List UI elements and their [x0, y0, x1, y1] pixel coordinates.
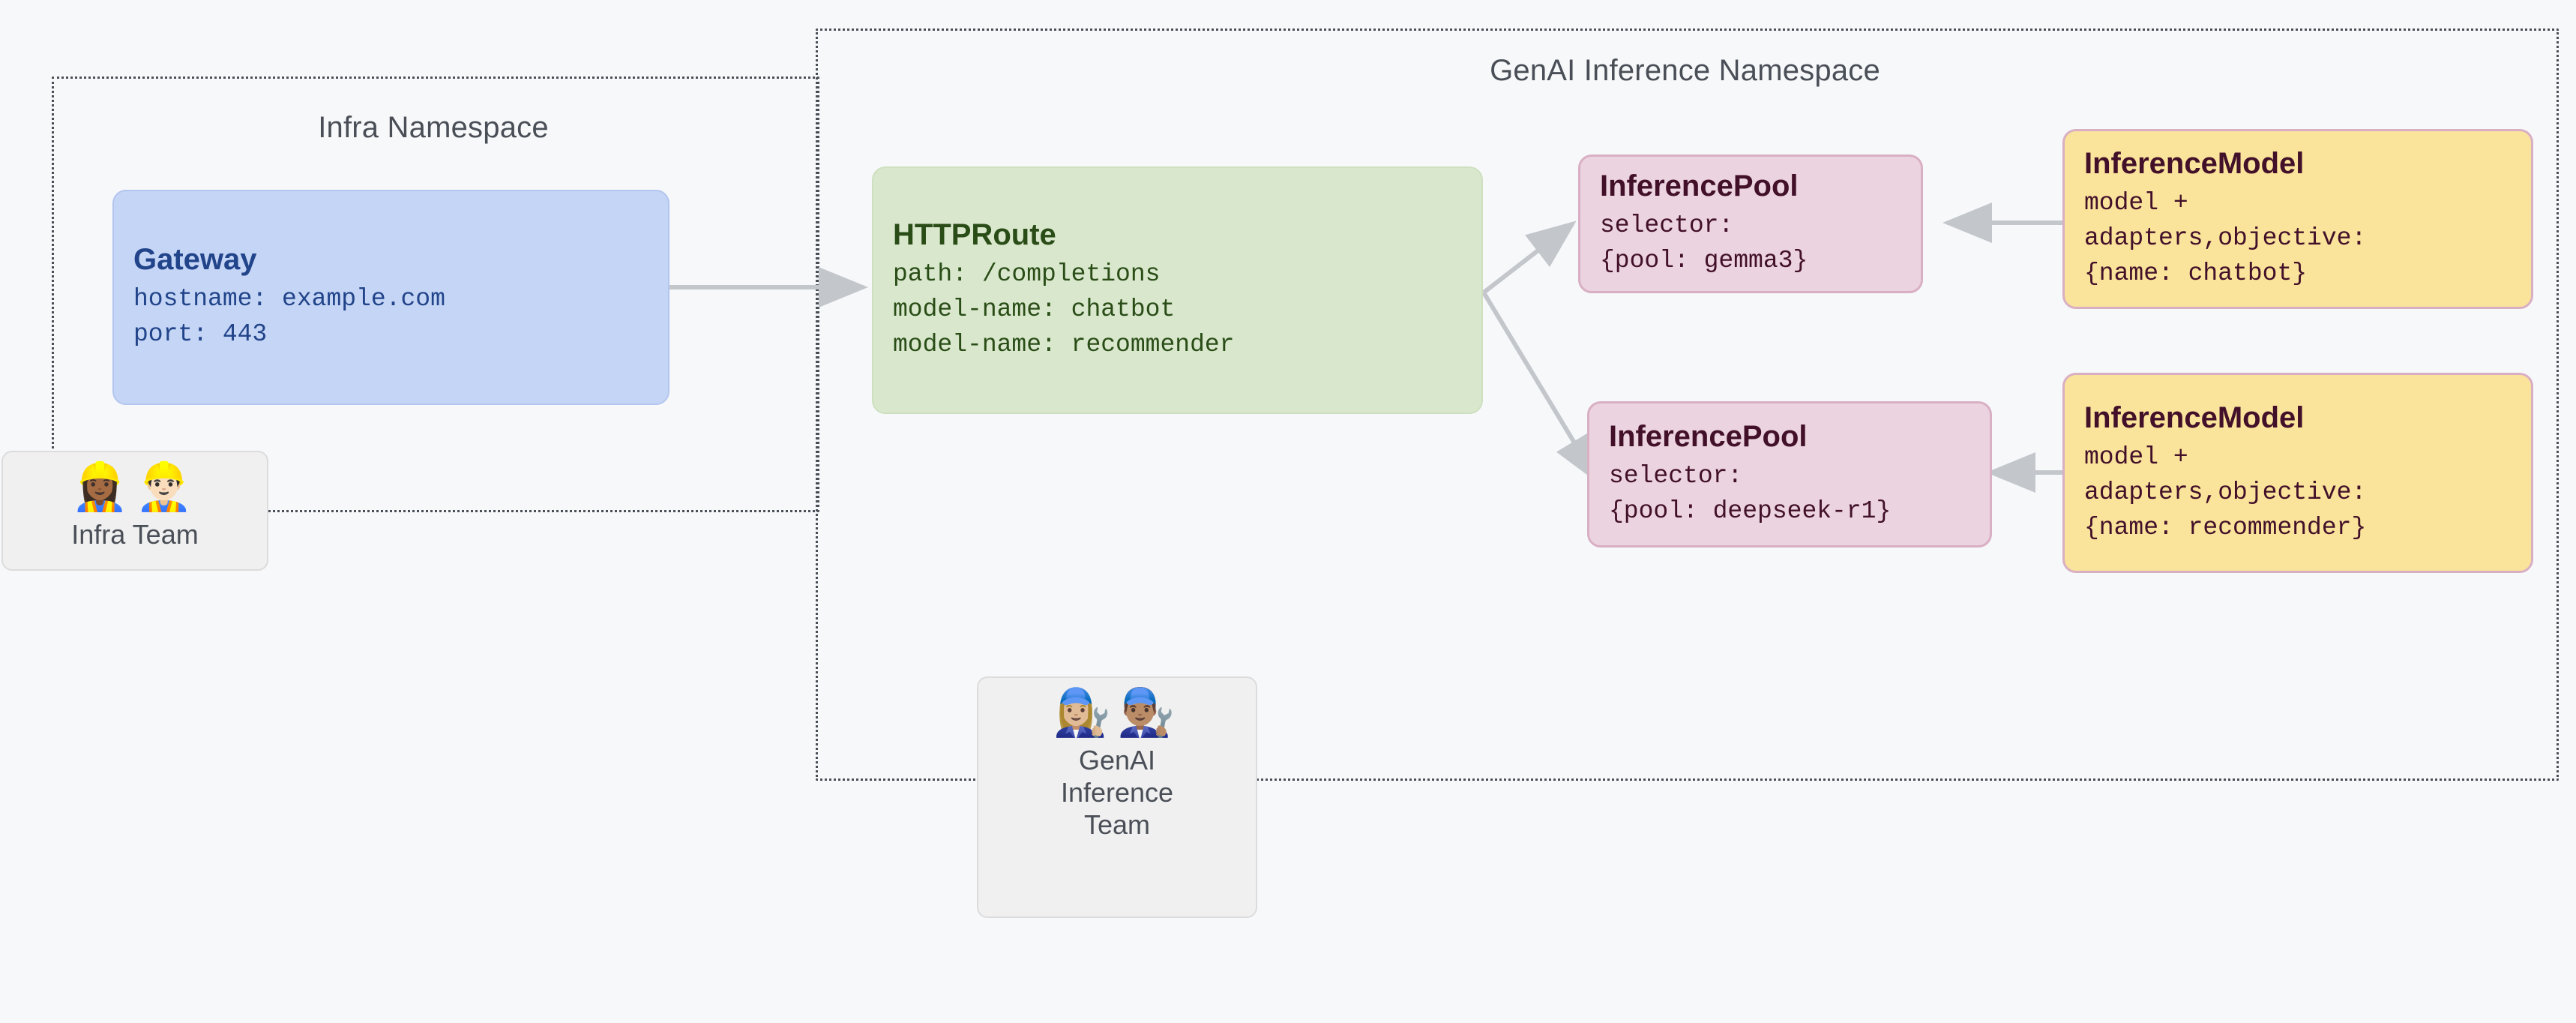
infra-namespace-boundary [52, 76, 819, 512]
genai-namespace-boundary [816, 28, 2559, 781]
inferencepool-gemma3-node[interactable]: InferencePool selector: {pool: gemma3} [1578, 154, 1923, 293]
infra-team-avatars: 👷🏾‍♀️👷🏻‍♂️ [70, 461, 199, 513]
inferencemodel-recommender-model: model + [2084, 442, 2188, 471]
httproute-path: path: /completions [893, 260, 1161, 289]
httproute-model-name-recommender: model-name: recommender [893, 331, 1235, 359]
genai-team-avatars: 👩🏼‍🔧👨🏽‍🔧 [1053, 687, 1182, 739]
infra-namespace-title: Infra Namespace [318, 111, 549, 144]
inferencepool-deepseek-selector-value: {pool: deepseek-r1} [1609, 497, 1892, 526]
inferencepool-deepseek-selector-label: selector: [1609, 462, 1743, 490]
inferencepool-deepseek-node[interactable]: InferencePool selector: {pool: deepseek-… [1587, 401, 1992, 548]
gateway-title: Gateway [133, 243, 257, 277]
infra-team-card[interactable]: 👷🏾‍♀️👷🏻‍♂️ Infra Team [1, 451, 268, 571]
inferencemodel-chatbot-name: {name: chatbot} [2084, 260, 2308, 288]
inferencemodel-recommender-title: InferenceModel [2084, 400, 2305, 434]
inferencepool-gemma3-title: InferencePool [1600, 170, 1799, 203]
genai-team-label: GenAI Inference Team [1060, 745, 1174, 841]
inferencemodel-recommender-node[interactable]: InferenceModel model + adapters,objectiv… [2062, 373, 2533, 573]
gateway-hostname: hostname: example.com [133, 285, 445, 314]
inferencepool-gemma3-selector-value: {pool: gemma3} [1600, 247, 1808, 275]
inferencemodel-chatbot-title: InferenceModel [2084, 147, 2305, 181]
inferencemodel-chatbot-adapters: adapters,objective: [2084, 224, 2367, 253]
inferencepool-gemma3-selector-label: selector: [1600, 212, 1734, 240]
inferencemodel-recommender-adapters: adapters,objective: [2084, 478, 2367, 506]
inferencemodel-chatbot-node[interactable]: InferenceModel model + adapters,objectiv… [2062, 129, 2533, 309]
httproute-model-name-chatbot: model-name: chatbot [893, 296, 1176, 324]
genai-team-card[interactable]: 👩🏼‍🔧👨🏽‍🔧 GenAI Inference Team [977, 676, 1257, 918]
inferencemodel-recommender-name: {name: recommender} [2084, 513, 2367, 542]
httproute-title: HTTPRoute [893, 218, 1056, 252]
genai-namespace-title: GenAI Inference Namespace [1490, 54, 1880, 87]
gateway-port: port: 443 [133, 320, 268, 349]
inferencepool-deepseek-title: InferencePool [1609, 420, 1808, 454]
httproute-node[interactable]: HTTPRoute path: /completions model-name:… [872, 166, 1483, 414]
gateway-node[interactable]: Gateway hostname: example.com port: 443 [112, 190, 669, 405]
infra-team-label: Infra Team [71, 519, 199, 550]
inferencemodel-chatbot-model: model + [2084, 189, 2188, 218]
